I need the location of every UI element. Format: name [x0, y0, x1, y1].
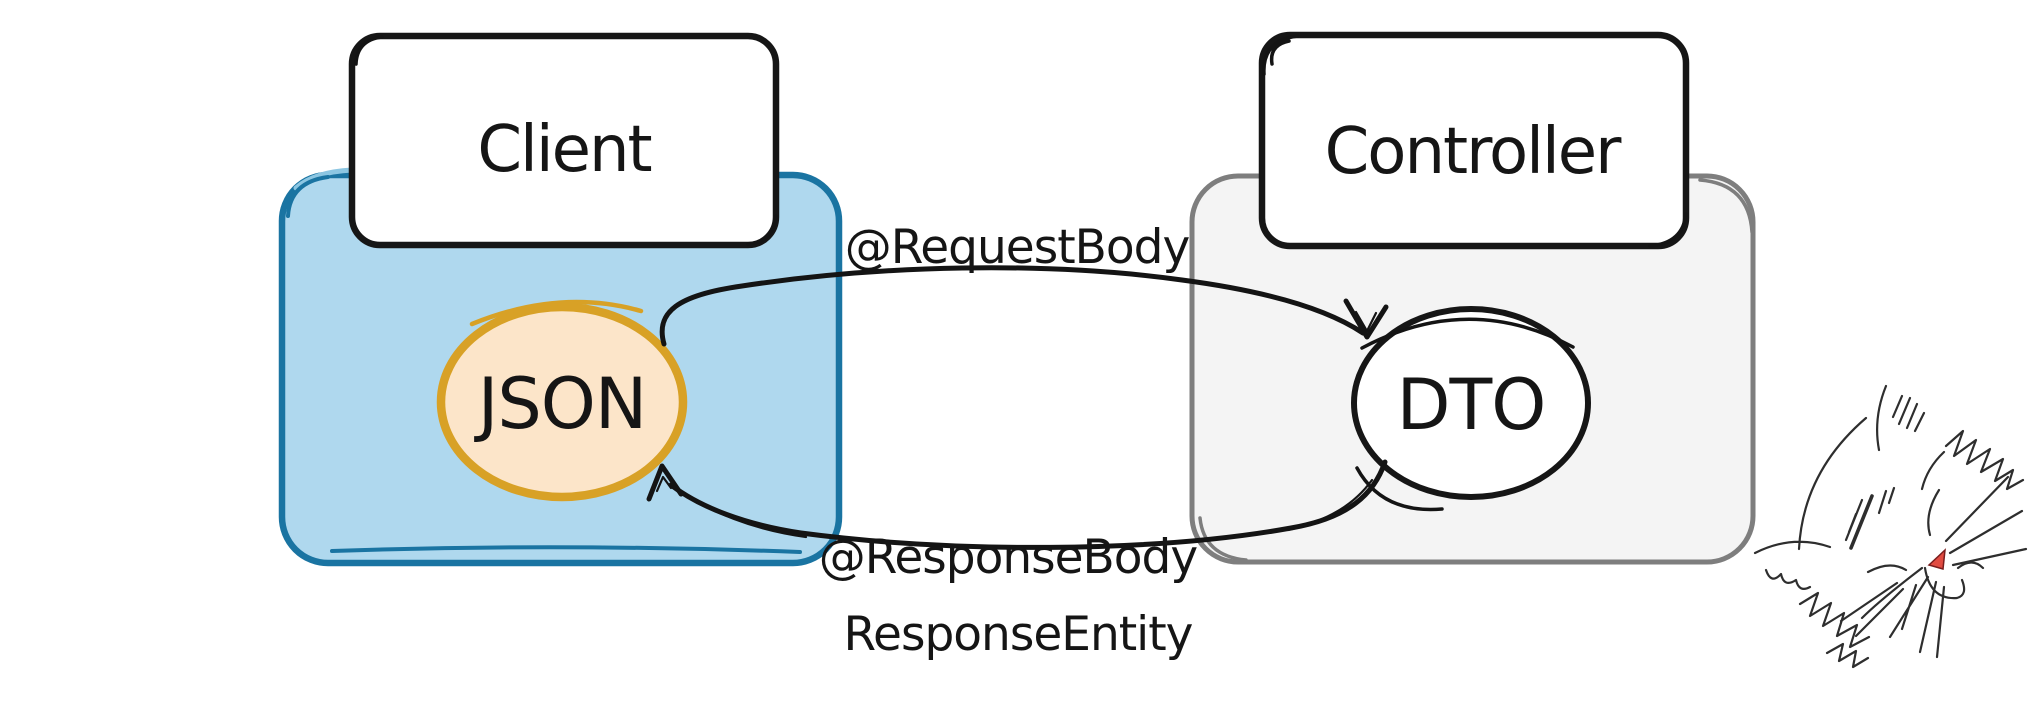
controller-label: Controller: [1325, 115, 1623, 189]
json-node: [436, 302, 688, 502]
controller-label-box-sketch-accent: [1262, 34, 1688, 248]
response-arrowhead-inner: [655, 475, 673, 493]
client-node: Client JSON: [278, 32, 843, 567]
client-box-overshoot: [293, 167, 355, 191]
response-arrow-sublabel: ResponseEntity: [844, 607, 1193, 662]
request-arrowhead-inner: [1354, 310, 1378, 333]
cat-fur: [1764, 394, 2025, 669]
dto-sketch-accent: [1355, 317, 1575, 512]
dto-label: DTO: [1397, 364, 1546, 446]
cat-forehead-strokes: [1844, 486, 1896, 542]
request-arrow-label: @RequestBody: [845, 220, 1190, 275]
response-arrow-line: [668, 459, 1388, 550]
dto-node: [1351, 306, 1591, 500]
cat-doodle: [1753, 384, 2028, 669]
cat-muzzle: [1866, 561, 1985, 600]
controller-node: Controller DTO: [1189, 31, 1756, 565]
request-arrow: @RequestBody: [659, 220, 1389, 347]
client-label: Client: [477, 113, 651, 187]
client-label-box-sketch-accent: [354, 35, 778, 246]
cat-whiskers: [1839, 475, 2028, 659]
request-arrowhead-icon: [1343, 298, 1389, 340]
json-label: JSON: [474, 363, 647, 445]
client-label-box: [348, 32, 780, 249]
controller-label-box: [1258, 31, 1690, 250]
cat-closed-eye: [1920, 450, 1946, 537]
response-arrow-label: @ResponseBody: [819, 530, 1198, 585]
cat-head-outline: [1753, 384, 1888, 555]
cat-nose: [1927, 548, 1946, 570]
request-arrow-doublestroke: [1190, 279, 1362, 332]
json-sketch-accent: [469, 299, 644, 327]
client-box-sketch-accent: [286, 175, 802, 554]
response-arrowhead-icon: [646, 463, 684, 502]
response-arrow: @ResponseBody ResponseEntity: [646, 459, 1388, 662]
controller-box-sketch-accent: [1198, 178, 1754, 562]
response-arrow-doublestroke: [676, 478, 1374, 539]
cat-forehead-stroke-thick: [1849, 494, 1874, 550]
